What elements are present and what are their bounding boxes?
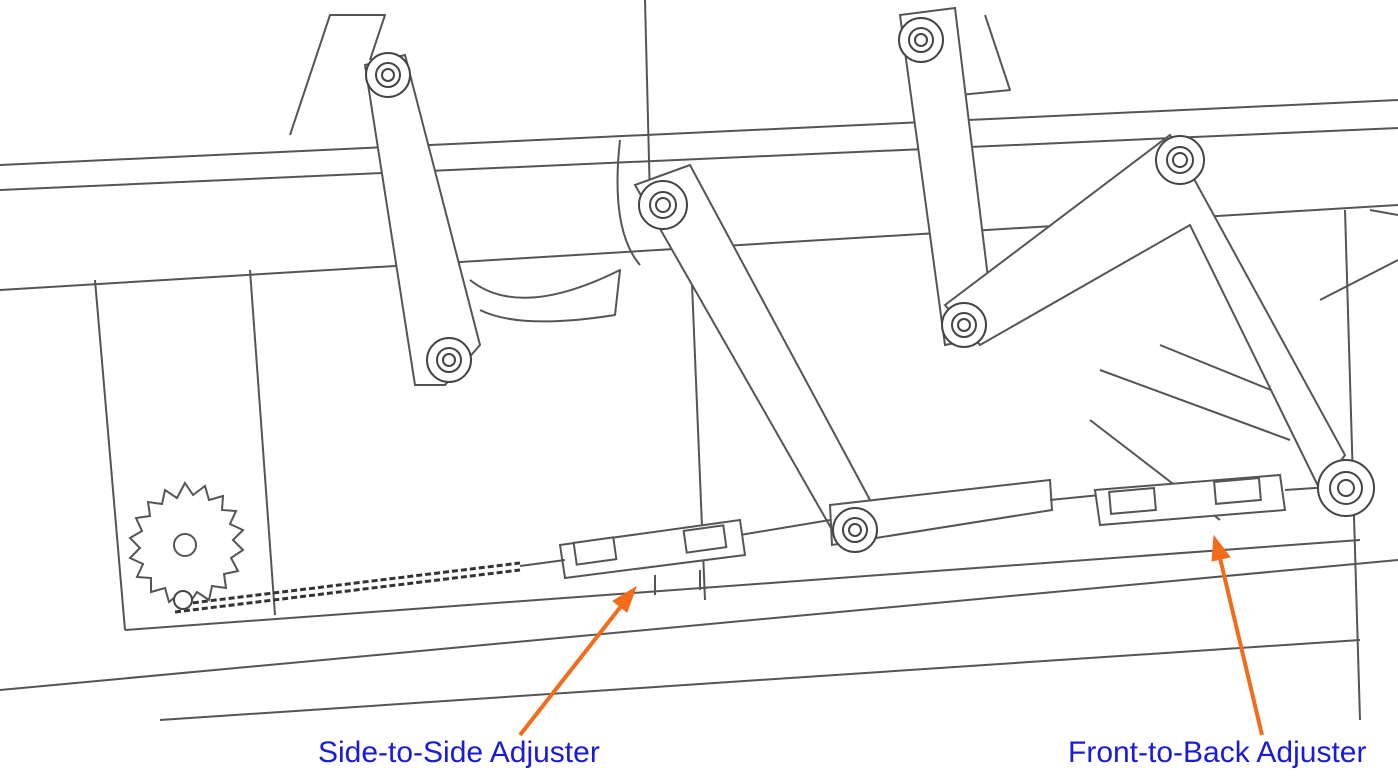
- turnbuckle-icon: [558, 518, 747, 595]
- left-upper-link: [363, 53, 482, 386]
- turnbuckle-icon-right: [1093, 473, 1331, 527]
- front-to-back-arrow: [1218, 557, 1264, 736]
- frame-lines: [0, 0, 1398, 721]
- side-to-side-adjuster-label: Side-to-Side Adjuster: [318, 736, 600, 769]
- pushrod: [739, 478, 1111, 547]
- chain-icon: [174, 561, 521, 614]
- side-to-side-arrow: [518, 603, 624, 737]
- gear-icon: [128, 481, 245, 606]
- front-to-back-adjuster-label: Front-to-Back Adjuster: [1068, 736, 1367, 769]
- right-triangle-link: [943, 133, 1347, 492]
- pointer-arrows: [518, 534, 1264, 737]
- pivot-bolt-icon: [173, 17, 1375, 610]
- linkage-arms: [363, 6, 1347, 537]
